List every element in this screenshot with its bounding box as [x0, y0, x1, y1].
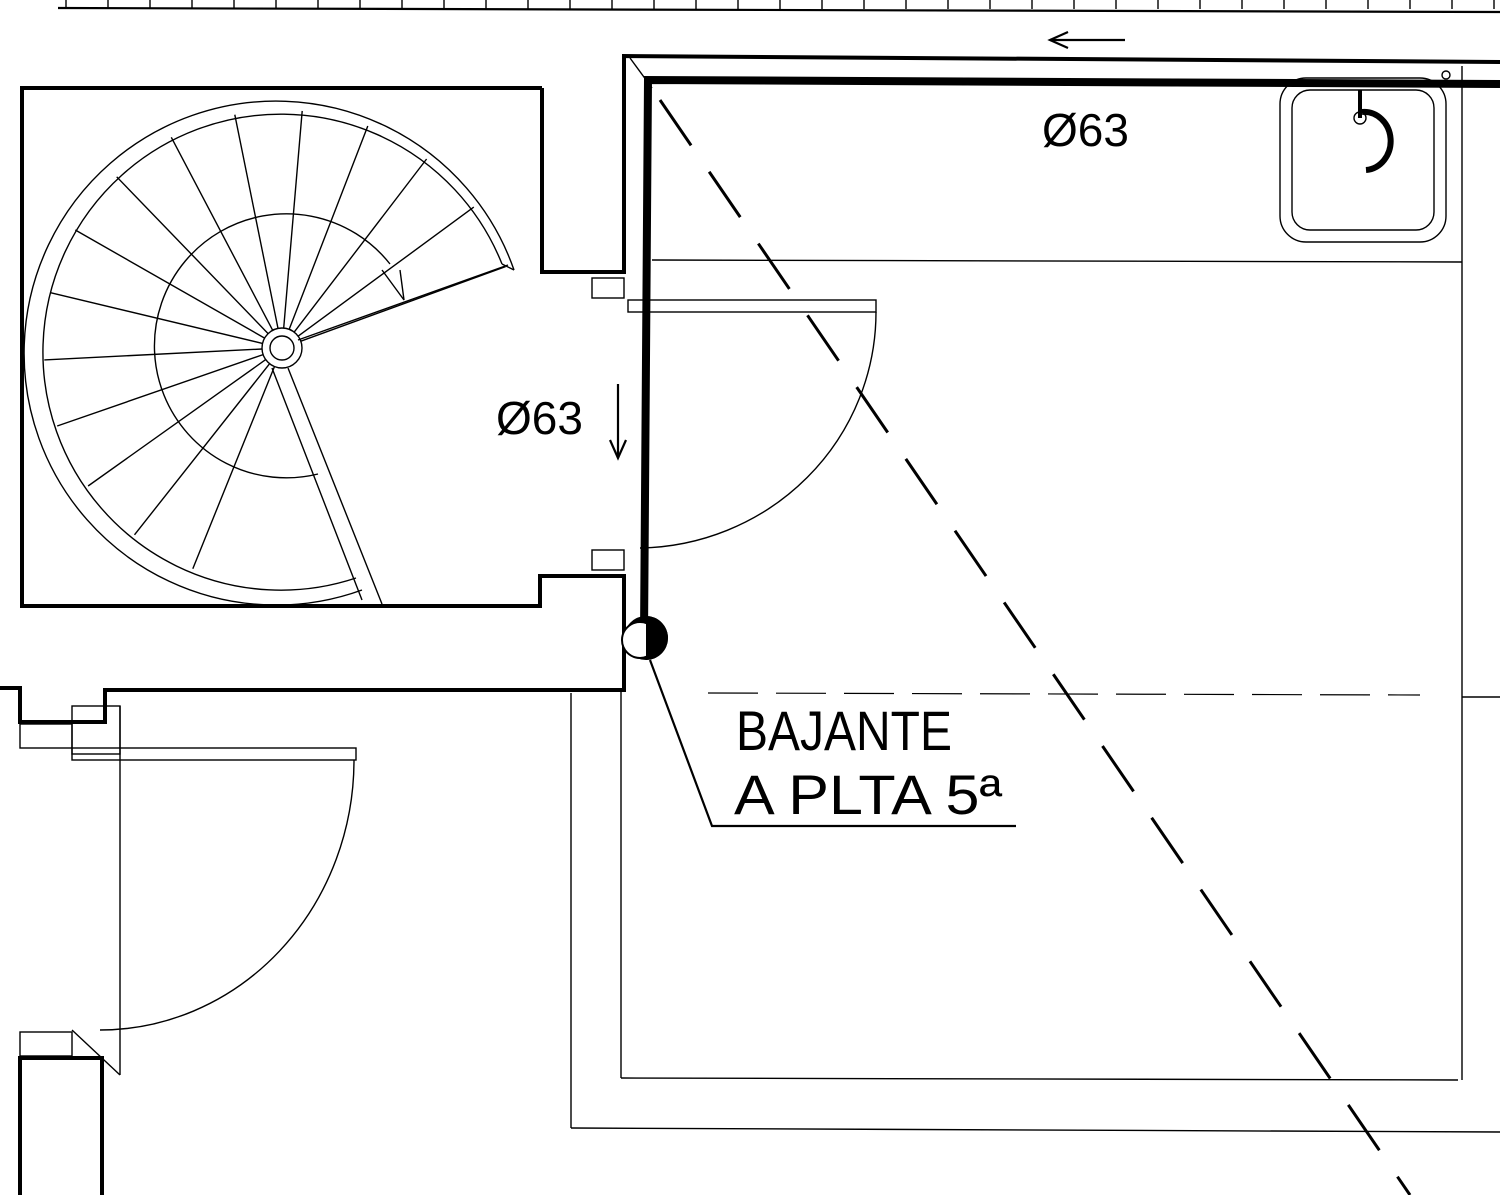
stair-tread [293, 158, 428, 333]
door-swing-right-room [591, 277, 877, 571]
stair-tread [87, 359, 267, 487]
stair-tread [133, 363, 271, 536]
pipe-diameter-label-left: Ø63 [496, 392, 583, 444]
stair-tread [170, 136, 274, 331]
drain-pipe [621, 75, 1500, 660]
note-leader-line [648, 659, 1016, 828]
stair-tread [297, 206, 475, 337]
stair-tread [234, 114, 279, 329]
stair-tread [192, 366, 276, 569]
stair-tread [74, 229, 265, 339]
door-swing-lower-left [19, 705, 357, 1076]
downpipe-note-line1: BAJANTE [736, 699, 952, 762]
stair-tread [44, 348, 263, 361]
stair-tread [283, 110, 303, 329]
wall-stub-bottom-left [18, 1056, 104, 1195]
spiral-staircase [23, 100, 515, 606]
stair-tread [116, 176, 269, 335]
stair-tread [50, 292, 263, 345]
right-room-outline [570, 66, 1500, 1133]
flow-arrow-down-icon [608, 384, 628, 461]
top-wall [57, 0, 1500, 14]
dashed-slab-line [707, 692, 1421, 696]
pipe-diameter-label-top: Ø63 [1042, 104, 1129, 156]
stair-tread [288, 125, 369, 330]
sink-fixture-icon [1279, 70, 1451, 243]
flow-arrow-left-icon [1047, 30, 1125, 50]
stair-tread [56, 353, 264, 427]
stair-tread [300, 265, 506, 342]
downpipe-note-line2: A PLTA 5ª [734, 763, 1002, 826]
dashed-diagonal [658, 99, 1412, 1195]
